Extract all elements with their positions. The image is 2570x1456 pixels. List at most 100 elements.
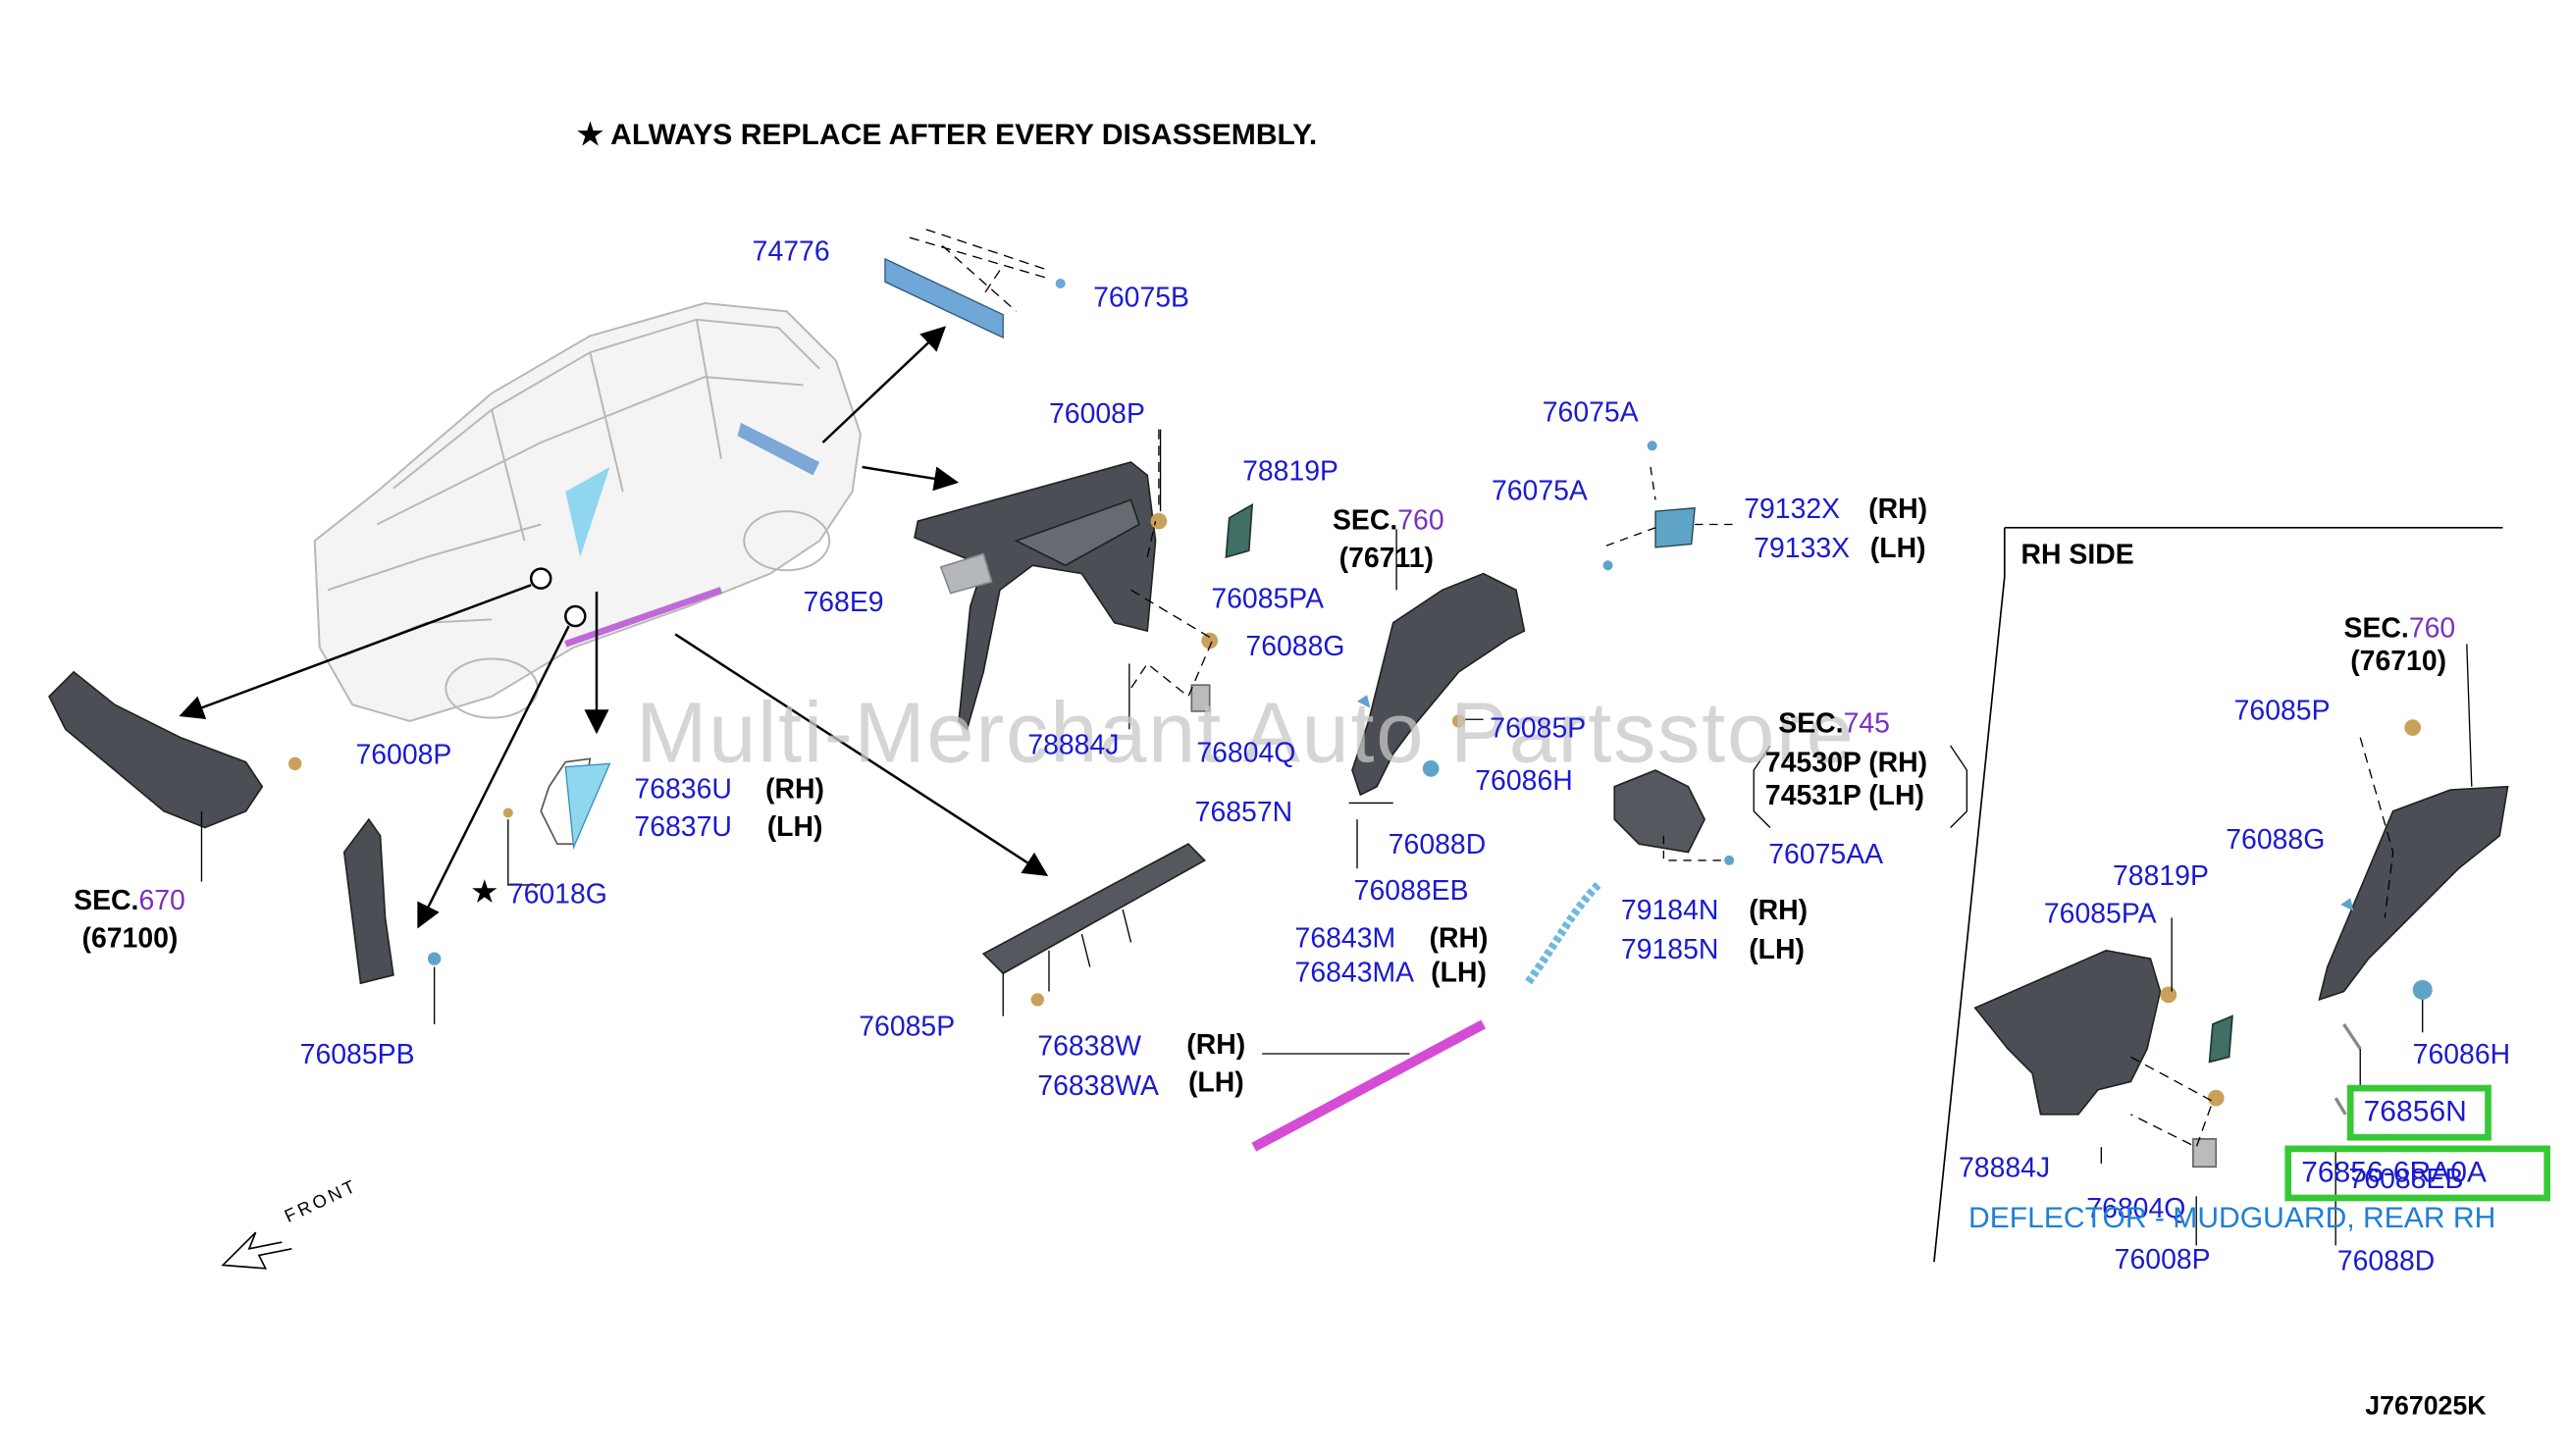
side-tag-rh: (RH)	[1868, 493, 1928, 525]
part-label[interactable]: 78884J	[1959, 1152, 2051, 1183]
side-tag-lh: (LH)	[1749, 934, 1805, 965]
part-label[interactable]: 76843M	[1294, 922, 1396, 955]
side-tag-rh: (RH)	[1186, 1028, 1246, 1061]
part-label[interactable]: 76075A	[1542, 396, 1639, 428]
highlight-label: 76856N	[2363, 1094, 2467, 1128]
highlight-76856N[interactable]: 76856N	[2346, 1084, 2491, 1141]
part-label[interactable]: 76085PB	[299, 1038, 415, 1070]
part-label[interactable]: 79133X	[1754, 532, 1851, 564]
part-label[interactable]: 76075B	[1093, 282, 1190, 314]
section-ref-760[interactable]: SEC.760	[1333, 504, 1444, 537]
part-78819P-shape	[1225, 502, 1254, 559]
part-label[interactable]: 76837U	[634, 810, 732, 843]
part-label[interactable]: 76838WA	[1037, 1069, 1159, 1102]
sec-prefix: SEC.	[2343, 612, 2409, 645]
sec-prefix: SEC.	[74, 884, 139, 916]
side-tag-lh: (LH)	[1187, 1066, 1244, 1099]
part-label[interactable]: 76088D	[2336, 1245, 2436, 1277]
side-tag-rh: (RH)	[765, 773, 824, 806]
part-label[interactable]: 76085P	[1490, 712, 1587, 745]
part-label[interactable]: 79185N	[1620, 934, 1719, 965]
section-ref-760-rh[interactable]: SEC.760	[2344, 613, 2456, 646]
part-label[interactable]: 76075A	[1491, 475, 1588, 507]
part-label[interactable]: 76838W	[1037, 1030, 1142, 1063]
part-label[interactable]: 76088D	[1388, 829, 1487, 860]
part-76838W-strip	[1251, 1019, 1486, 1152]
part-label[interactable]: 78819P	[1242, 455, 1339, 488]
part-label[interactable]: 76857N	[1194, 796, 1293, 828]
part-768E9-shape	[939, 552, 993, 595]
part-label[interactable]: 79184N	[1620, 894, 1719, 926]
clip-icon	[2334, 1023, 2362, 1116]
part-79132X-shape	[1602, 441, 1738, 571]
section-ref-745[interactable]: SEC.745	[1778, 708, 1890, 741]
side-tag-rh: (RH)	[1429, 922, 1489, 955]
part-label[interactable]: 76086H	[1475, 765, 1573, 797]
side-tag-lh: (LH)	[1869, 532, 1926, 564]
part-label[interactable]: 79132X	[1744, 493, 1841, 525]
clip-icon	[427, 952, 442, 965]
section-745-part-lh: 74531P (LH)	[1764, 780, 1924, 811]
watermark: Multi-Merchant Auto Partsstore	[636, 686, 1856, 782]
section-code-76711: (76711)	[1338, 542, 1434, 574]
part-label[interactable]: 768E9	[803, 586, 884, 618]
part-74530P-shape	[1613, 769, 1735, 865]
part-label[interactable]: 76018G	[507, 878, 607, 910]
leader-lines	[1129, 429, 1214, 698]
part-label[interactable]: 76008P	[355, 739, 452, 771]
part-76843M-shape	[1524, 882, 1601, 986]
sec-number: 760	[1397, 504, 1444, 537]
part-label[interactable]: 76085PA	[1211, 583, 1325, 615]
part-label[interactable]: 76836U	[634, 773, 732, 806]
cowl-panel-shape	[48, 670, 264, 829]
vehicle-pillar-highlight	[565, 467, 610, 557]
rh-side-label: RH SIDE	[2020, 539, 2134, 571]
side-tag-lh: (LH)	[766, 810, 823, 843]
part-label[interactable]: 76008P	[1048, 397, 1145, 430]
rh-wheelhouse-shape	[2318, 785, 2509, 1002]
side-tag-rh: (RH)	[1749, 894, 1809, 926]
part-label[interactable]: 76088EB	[2348, 1163, 2464, 1195]
part-label[interactable]: 76804Q	[1196, 737, 1296, 769]
star-icon: ★	[576, 118, 603, 151]
replace-note: ★ ALWAYS REPLACE AFTER EVERY DISASSEMBLY…	[577, 118, 1317, 150]
clip-icon	[1357, 695, 1371, 708]
part-label[interactable]: 76085P	[859, 1011, 956, 1043]
part-label[interactable]: 76085PA	[2043, 898, 2157, 930]
clip-icon	[288, 756, 302, 771]
part-76804Q-rh-shape	[2192, 1138, 2218, 1169]
vehicle-rear-highlight	[737, 422, 820, 476]
sec-number: 760	[2408, 612, 2456, 645]
side-tag-lh: (LH)	[1431, 957, 1487, 989]
part-label[interactable]: 76804Q	[2086, 1192, 2186, 1224]
pointer-circle	[564, 604, 587, 628]
part-label[interactable]: 76075AA	[1768, 839, 1884, 870]
part-label[interactable]: 76088G	[1245, 631, 1345, 662]
section-ref-670[interactable]: SEC.670	[74, 885, 185, 917]
part-label[interactable]: 76088EB	[1353, 874, 1469, 907]
front-arrow-icon	[221, 1231, 292, 1270]
sec-prefix: SEC.	[1778, 707, 1844, 740]
sec-number: 745	[1843, 707, 1890, 740]
part-label[interactable]: 76843MA	[1294, 957, 1415, 989]
part-label[interactable]: 76008P	[2114, 1243, 2211, 1275]
part-label[interactable]: 74776	[752, 235, 830, 268]
pointer-circle	[529, 567, 552, 590]
part-76804Q-shape	[1190, 684, 1211, 712]
rh-outer-panel-shape	[1973, 949, 2162, 1116]
part-label[interactable]: 76088G	[2226, 824, 2326, 856]
clip-icon	[2160, 986, 2177, 1004]
leader-lines	[2359, 737, 2394, 918]
part-label[interactable]: 76086H	[2412, 1038, 2511, 1070]
part-label[interactable]: 76085P	[2233, 695, 2331, 726]
inner-wheelhouse-shape	[1351, 572, 1526, 797]
clip-icon	[2207, 1089, 2225, 1107]
highlight-part-number[interactable]: 76856-6RA0A	[2284, 1145, 2550, 1202]
rh-side-frame	[1933, 527, 2503, 1263]
diagram-code: J767025K	[2365, 1392, 2487, 1422]
part-label[interactable]: 78884J	[1027, 729, 1120, 761]
part-label[interactable]: 78819P	[2113, 859, 2209, 892]
section-code-76710: (76710)	[2350, 646, 2447, 677]
